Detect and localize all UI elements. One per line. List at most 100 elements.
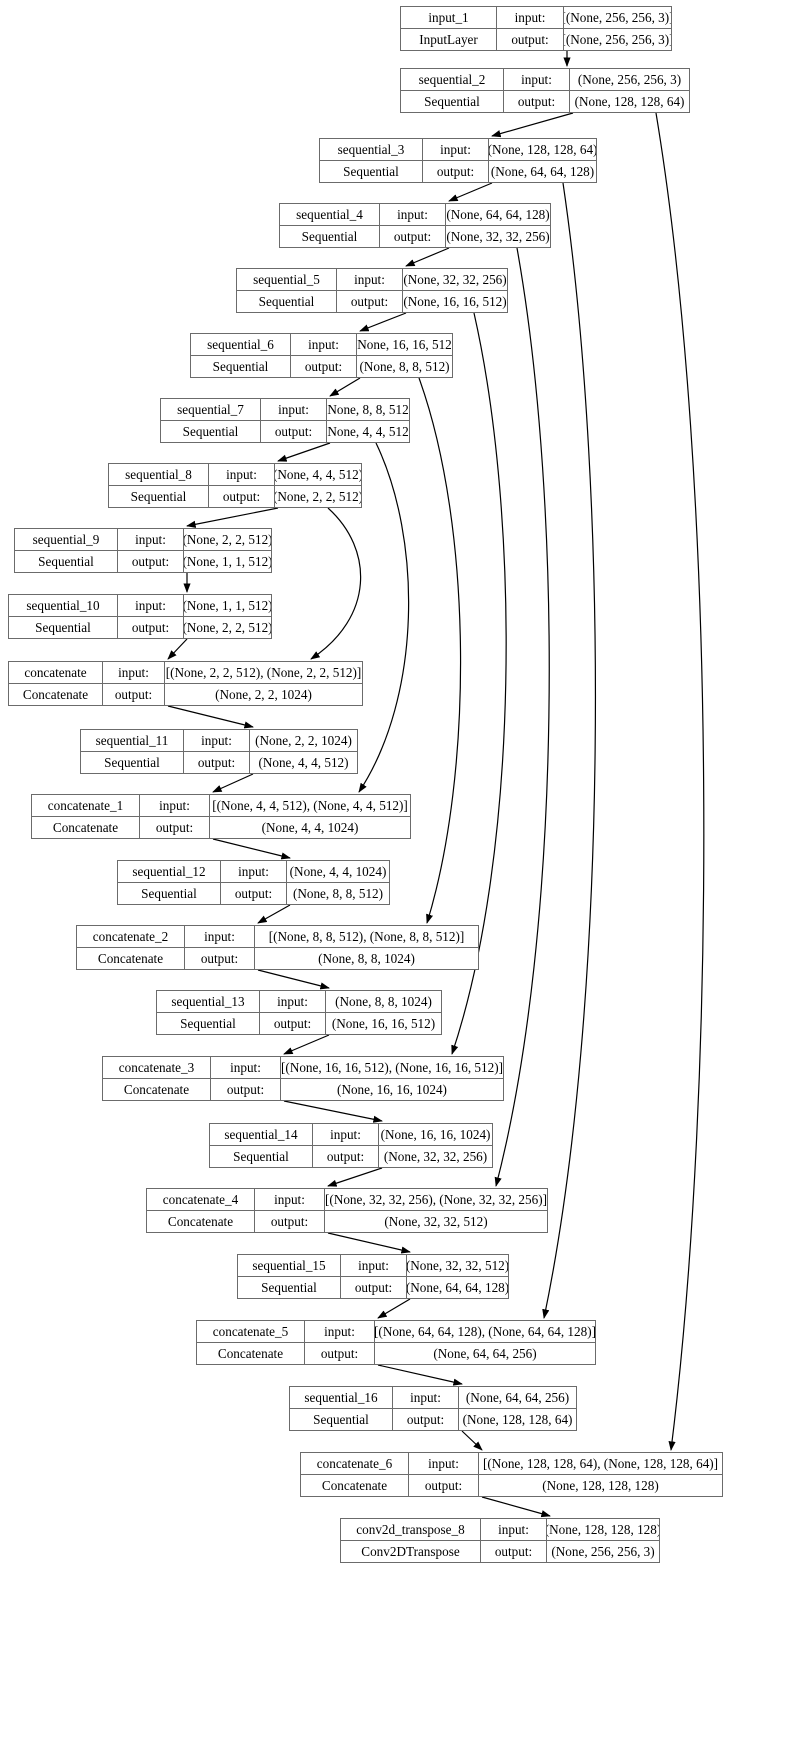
- node-output-label: output:: [504, 91, 570, 112]
- node-layer-name: sequential_5: [237, 269, 337, 290]
- node-layer-name: concatenate_1: [32, 795, 140, 816]
- node-layer-name: concatenate_4: [147, 1189, 255, 1210]
- node-output-label: output:: [209, 486, 275, 507]
- node-output-shape: (None, 2, 2, 1024): [215, 686, 312, 702]
- node-input-label: input:: [393, 1387, 459, 1408]
- node-output-label: output:: [393, 1409, 459, 1430]
- node-input-shape: (None, 4, 4, 512): [275, 466, 361, 482]
- node-output-shape: (None, 8, 8, 512): [292, 885, 384, 901]
- edge-sequential_14-to-concatenate_4: [327, 1167, 383, 1187]
- edge-sequential_4-to-sequential_5: [405, 247, 450, 267]
- node-layer-name: sequential_6: [191, 334, 291, 355]
- node-input-label: input:: [497, 7, 564, 28]
- node-layer-name: input_1: [401, 7, 497, 28]
- edge-concatenate_2-to-sequential_13: [257, 969, 330, 990]
- node-input-shape: [(None, 32, 32, 256), (None, 32, 32, 256…: [325, 1191, 547, 1207]
- node-input-shape: (None, 128, 128, 64): [489, 141, 596, 157]
- node-output-label: output:: [118, 551, 184, 572]
- node-input-shape: [(None, 16, 16, 512), (None, 16, 16, 512…: [281, 1059, 503, 1075]
- node-output-shape: (None, 4, 4, 512): [327, 423, 409, 439]
- node-layer-name: sequential_16: [290, 1387, 393, 1408]
- edge-concatenate_4-to-sequential_15: [327, 1232, 411, 1254]
- node-output-shape: (None, 4, 4, 1024): [261, 819, 359, 835]
- node-input-label: input:: [380, 204, 446, 225]
- node-layer-type: Concatenate: [32, 817, 140, 838]
- node-input-label: input:: [221, 861, 287, 882]
- node-output-shape: (None, 128, 128, 128): [542, 1477, 659, 1493]
- edge-sequential_4-to-concatenate_4: [494, 247, 550, 1187]
- node-layer-name: sequential_15: [238, 1255, 341, 1276]
- node-layer-type: Conv2DTranspose: [341, 1541, 481, 1562]
- node-input-shape: [(None, 64, 64, 128), (None, 64, 64, 128…: [375, 1323, 595, 1339]
- node-input-label: input:: [140, 795, 210, 816]
- node-output-label: output:: [103, 684, 165, 705]
- node-layer-name: sequential_8: [109, 464, 209, 485]
- node-layer-name: concatenate_2: [77, 926, 185, 947]
- node-output-label: output:: [118, 617, 184, 638]
- node-layer-type: InputLayer: [401, 29, 497, 50]
- node-input-label: input:: [184, 730, 250, 751]
- node-layer-type: Sequential: [290, 1409, 393, 1430]
- node-layer-name: sequential_4: [280, 204, 380, 225]
- node-output-shape: (None, 128, 128, 64): [462, 1411, 573, 1427]
- edge-sequential_8-to-sequential_9: [186, 507, 279, 528]
- edge-sequential_6-to-concatenate_2: [418, 377, 462, 924]
- node-output-label: output:: [221, 883, 287, 904]
- node-input-shape: (None, 1, 1, 512): [184, 597, 271, 613]
- node-input-shape: (None, 128, 128, 128): [547, 1521, 659, 1537]
- node-output-shape: (None, 32, 32, 512): [384, 1213, 488, 1229]
- node-input-label: input:: [291, 334, 357, 355]
- edge-sequential_3-to-sequential_4: [448, 182, 493, 202]
- node-input-shape: (None, 16, 16, 1024): [380, 1126, 491, 1142]
- node-output-label: output:: [380, 226, 446, 247]
- node-input-label: input:: [209, 464, 275, 485]
- node-output-label: output:: [423, 161, 489, 182]
- node-output-shape: (None, 16, 16, 512): [331, 1015, 436, 1031]
- node-output-shape: (None, 8, 8, 1024): [318, 950, 415, 966]
- node-output-shape: (None, 128, 128, 64): [574, 93, 685, 109]
- node-output-label: output:: [255, 1211, 325, 1232]
- node-input-label: input:: [185, 926, 255, 947]
- node-layer-name: sequential_10: [9, 595, 118, 616]
- node-output-shape: (None, 1, 1, 512): [184, 553, 271, 569]
- node-input-shape: [(None, 128, 128, 64), (None, 128, 128, …: [482, 1455, 719, 1471]
